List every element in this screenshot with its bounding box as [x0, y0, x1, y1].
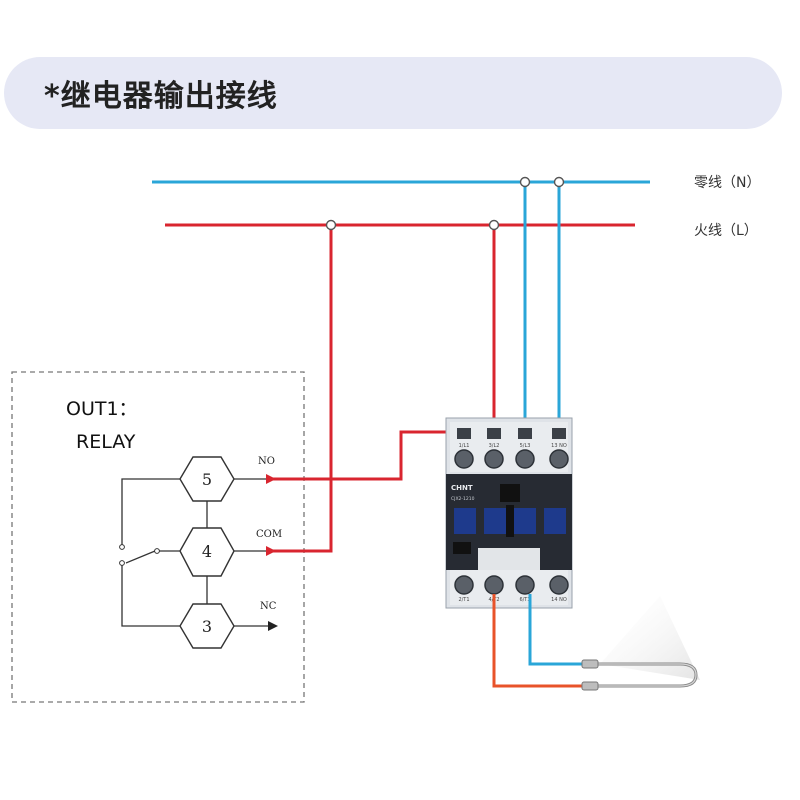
com-wire — [268, 225, 333, 553]
junction-live-com — [325, 219, 337, 231]
terminal-3-label: 3 — [202, 617, 212, 636]
live-label: 火线（L） — [694, 223, 758, 239]
terminal-4: 4 — [179, 527, 235, 577]
page-title: *继电器输出接线 — [44, 79, 278, 114]
contact-com-label: COM — [256, 529, 282, 540]
junction-neutral-2 — [553, 176, 565, 188]
module-type: RELAY — [76, 431, 136, 453]
module-name: OUT1： — [66, 398, 138, 420]
junction-live-contactor — [488, 219, 500, 231]
terminal-4-label: 4 — [202, 542, 212, 561]
contactor-model: CJX2-1210 — [451, 496, 475, 502]
contactor: 1/L1 3/L2 5/L3 13 NO CHNT CJX2-1210 2/T1… — [445, 417, 573, 609]
terminal-5: 5 — [179, 456, 235, 502]
switch-pivot-lower — [119, 560, 125, 566]
neutral-label: 零线（N） — [694, 175, 760, 191]
title-bar: *继电器输出接线 — [4, 57, 782, 129]
top-terminal-3: 5/L3 — [520, 443, 531, 449]
heater-element-icon — [581, 596, 700, 691]
switch-contact — [154, 548, 160, 554]
relay-internal-wiring — [121, 478, 268, 627]
output-wire-neutral — [528, 594, 588, 666]
top-terminal-2: 3/L2 — [489, 443, 500, 449]
top-terminals — [454, 428, 569, 469]
top-terminal-4: 13 NO — [551, 443, 567, 449]
contactor-brand: CHNT — [451, 484, 473, 492]
terminal-3: 3 — [179, 603, 235, 649]
com-arrow-icon — [266, 546, 276, 556]
output-wire-live — [492, 594, 588, 688]
top-terminal-1: 1/L1 — [459, 443, 470, 449]
terminal-5-label: 5 — [202, 470, 212, 489]
bottom-terminal-1: 2/T1 — [458, 597, 469, 603]
no-arrow-icon — [266, 474, 276, 484]
junction-neutral-1 — [519, 176, 531, 188]
contact-nc-label: NC — [260, 601, 277, 612]
switch-pivot — [119, 544, 125, 550]
relay-module-box — [11, 371, 305, 703]
bottom-terminals — [454, 575, 569, 595]
contact-no-label: NO — [258, 456, 275, 467]
nc-arrow-icon — [268, 621, 278, 631]
bottom-terminal-4: 14 NO — [551, 597, 567, 603]
bottom-terminal-3: 6/T3 — [519, 597, 530, 603]
no-wire — [268, 430, 458, 481]
